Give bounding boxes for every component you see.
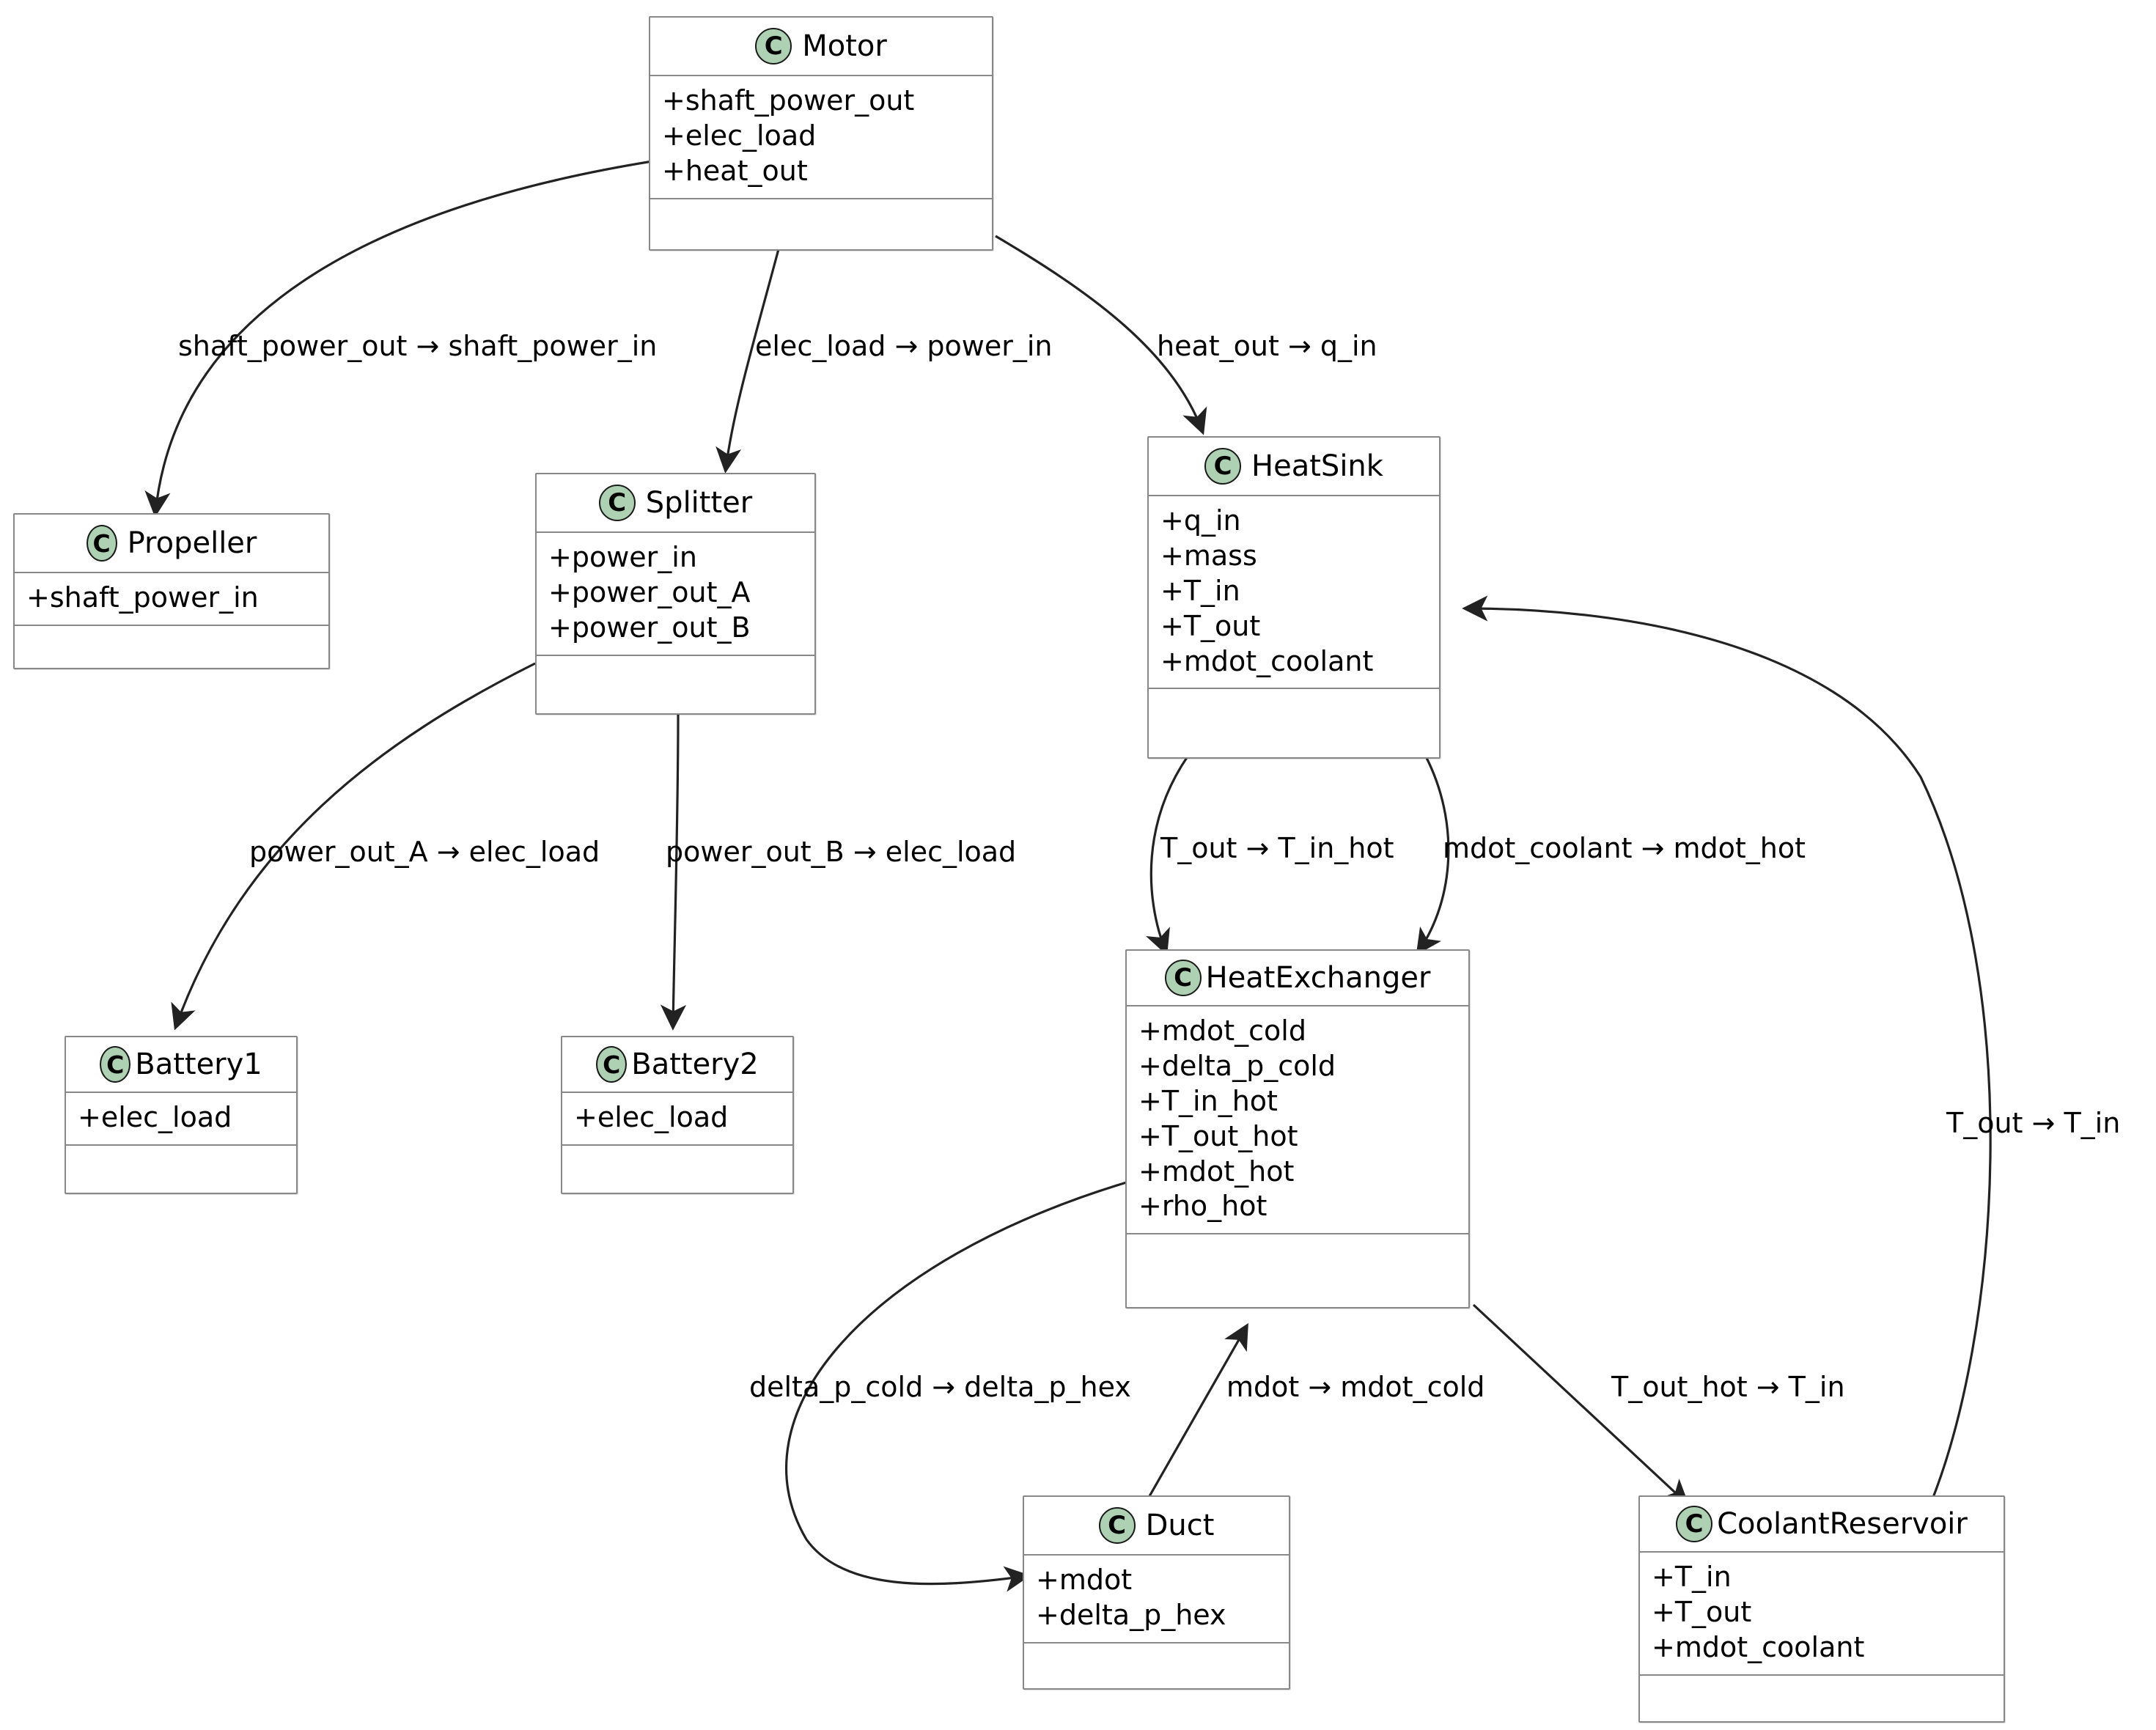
edge-label-t-out-hot-t-in: T_out_hot → T_in: [1611, 1371, 1845, 1403]
class-icon: C: [1164, 960, 1202, 996]
class-box-duct[interactable]: C Duct +mdot +delta_p_hex: [1023, 1495, 1290, 1690]
class-icon: C: [1676, 1506, 1713, 1542]
edge-label-power-out-a: power_out_A → elec_load: [249, 836, 600, 868]
edge-label-shaft-power: shaft_power_out → shaft_power_in: [178, 330, 658, 362]
class-box-heatexchanger[interactable]: C HeatExchanger +mdot_cold +delta_p_cold…: [1125, 949, 1470, 1308]
class-name-battery1: Battery1: [135, 1048, 262, 1081]
attribute-item: +q_in: [1160, 504, 1241, 537]
class-box-motor[interactable]: C Motor +shaft_power_out +elec_load +hea…: [649, 16, 993, 251]
edge-label-elec-load-power-in: elec_load → power_in: [755, 330, 1053, 362]
class-name-coolantreservoir: CoolantReservoir: [1717, 1507, 1968, 1541]
class-icon: C: [1204, 448, 1242, 485]
class-name-heatsink: HeatSink: [1251, 449, 1383, 483]
class-methods-splitter: [537, 656, 814, 675]
class-attributes-battery1: +elec_load: [66, 1093, 296, 1146]
attribute-item: +power_out_A: [548, 575, 751, 608]
class-methods-duct: [1024, 1644, 1289, 1663]
class-box-heatsink[interactable]: C HeatSink +q_in +mass +T_in +T_out +mdo…: [1147, 436, 1441, 759]
class-header-coolantreservoir: C CoolantReservoir: [1640, 1497, 2004, 1553]
class-header-battery1: C Battery1: [66, 1037, 296, 1093]
attribute-item: +shaft_power_out: [662, 84, 915, 117]
class-methods-heatsink: [1149, 689, 1439, 708]
class-icon: C: [86, 525, 117, 562]
attribute-item: +mdot_coolant: [1160, 644, 1374, 677]
class-header-splitter: C Splitter: [537, 474, 814, 533]
class-attributes-heatsink: +q_in +mass +T_in +T_out +mdot_coolant: [1149, 496, 1439, 690]
edge-label-mdot-coolant-mdot-hot: mdot_coolant → mdot_hot: [1443, 832, 1806, 864]
attribute-item: +heat_out: [662, 154, 808, 187]
class-icon: C: [598, 485, 636, 521]
edge-label-t-out-t-in: T_out → T_in: [1946, 1107, 2121, 1139]
class-methods-motor: [650, 199, 992, 218]
class-icon: C: [596, 1046, 628, 1083]
attribute-item: +T_out: [1160, 609, 1261, 642]
class-box-propeller[interactable]: C Propeller +shaft_power_in: [13, 513, 330, 669]
edge-splitter-battery2: [660, 714, 687, 1031]
class-box-coolantreservoir[interactable]: C CoolantReservoir +T_in +T_out +mdot_co…: [1638, 1495, 2005, 1723]
class-name-heatexchanger: HeatExchanger: [1205, 961, 1431, 995]
class-header-duct: C Duct: [1024, 1497, 1289, 1556]
class-methods-coolantreservoir: [1640, 1676, 2004, 1695]
attribute-item: +elec_load: [574, 1101, 729, 1133]
attribute-item: +T_in_hot: [1138, 1084, 1278, 1117]
attribute-item: +mdot_cold: [1138, 1015, 1306, 1047]
edge-label-mdot-mdot-cold: mdot → mdot_cold: [1226, 1371, 1485, 1403]
attribute-item: +mass: [1160, 539, 1257, 572]
class-name-motor: Motor: [802, 29, 887, 63]
class-icon: C: [100, 1046, 131, 1083]
class-icon: C: [1098, 1507, 1136, 1544]
attribute-item: +shaft_power_in: [26, 581, 259, 614]
attribute-item: +mdot_hot: [1138, 1155, 1295, 1188]
attribute-item: +power_out_B: [548, 611, 751, 644]
edge-label-t-out-t-in-hot: T_out → T_in_hot: [1160, 832, 1394, 864]
class-attributes-duct: +mdot +delta_p_hex: [1024, 1556, 1289, 1644]
attribute-item: +mdot: [1036, 1564, 1133, 1596]
class-name-battery2: Battery2: [631, 1048, 759, 1081]
edge-duct-heatexchanger: [1142, 1322, 1248, 1507]
attribute-item: +elec_load: [662, 119, 817, 152]
class-name-splitter: Splitter: [645, 486, 753, 520]
class-header-motor: C Motor: [650, 18, 992, 76]
attribute-item: +rho_hot: [1138, 1190, 1268, 1223]
class-box-battery2[interactable]: C Battery2 +elec_load: [561, 1036, 794, 1194]
edge-label-power-out-b: power_out_B → elec_load: [666, 836, 1017, 868]
class-attributes-splitter: +power_in +power_out_A +power_out_B: [537, 533, 814, 656]
attribute-item: +T_in: [1160, 574, 1240, 607]
class-icon: C: [755, 28, 792, 65]
class-box-splitter[interactable]: C Splitter +power_in +power_out_A +power…: [535, 473, 816, 715]
edge-heatexchanger-coolantreservoir: [1472, 1303, 1690, 1506]
class-methods-propeller: [15, 626, 328, 645]
class-header-heatexchanger: C HeatExchanger: [1127, 951, 1468, 1006]
class-methods-battery2: [562, 1146, 792, 1165]
attribute-item: +T_out_hot: [1138, 1119, 1298, 1152]
class-name-duct: Duct: [1145, 1509, 1215, 1542]
attribute-item: +delta_p_hex: [1036, 1598, 1226, 1631]
class-attributes-propeller: +shaft_power_in: [15, 573, 328, 626]
class-methods-heatexchanger: [1127, 1234, 1468, 1254]
class-attributes-coolantreservoir: +T_in +T_out +mdot_coolant: [1640, 1553, 2004, 1676]
class-header-heatsink: C HeatSink: [1149, 438, 1439, 496]
class-header-battery2: C Battery2: [562, 1037, 792, 1093]
attribute-item: +elec_load: [78, 1101, 232, 1133]
attribute-item: +mdot_coolant: [1652, 1630, 1865, 1663]
class-methods-battery1: [66, 1146, 296, 1165]
attribute-item: +T_in: [1652, 1561, 1732, 1593]
attribute-item: +delta_p_cold: [1138, 1049, 1336, 1082]
class-attributes-battery2: +elec_load: [562, 1093, 792, 1146]
class-attributes-motor: +shaft_power_out +elec_load +heat_out: [650, 76, 992, 199]
class-box-battery1[interactable]: C Battery1 +elec_load: [65, 1036, 298, 1194]
class-header-propeller: C Propeller: [15, 515, 328, 573]
edge-label-heat-out-q-in: heat_out → q_in: [1157, 330, 1377, 362]
edge-label-delta-p-cold: delta_p_cold → delta_p_hex: [749, 1371, 1131, 1403]
attribute-item: +T_out: [1652, 1595, 1752, 1628]
class-attributes-heatexchanger: +mdot_cold +delta_p_cold +T_in_hot +T_ou…: [1127, 1006, 1468, 1235]
class-name-propeller: Propeller: [127, 526, 257, 560]
attribute-item: +power_in: [548, 541, 697, 573]
